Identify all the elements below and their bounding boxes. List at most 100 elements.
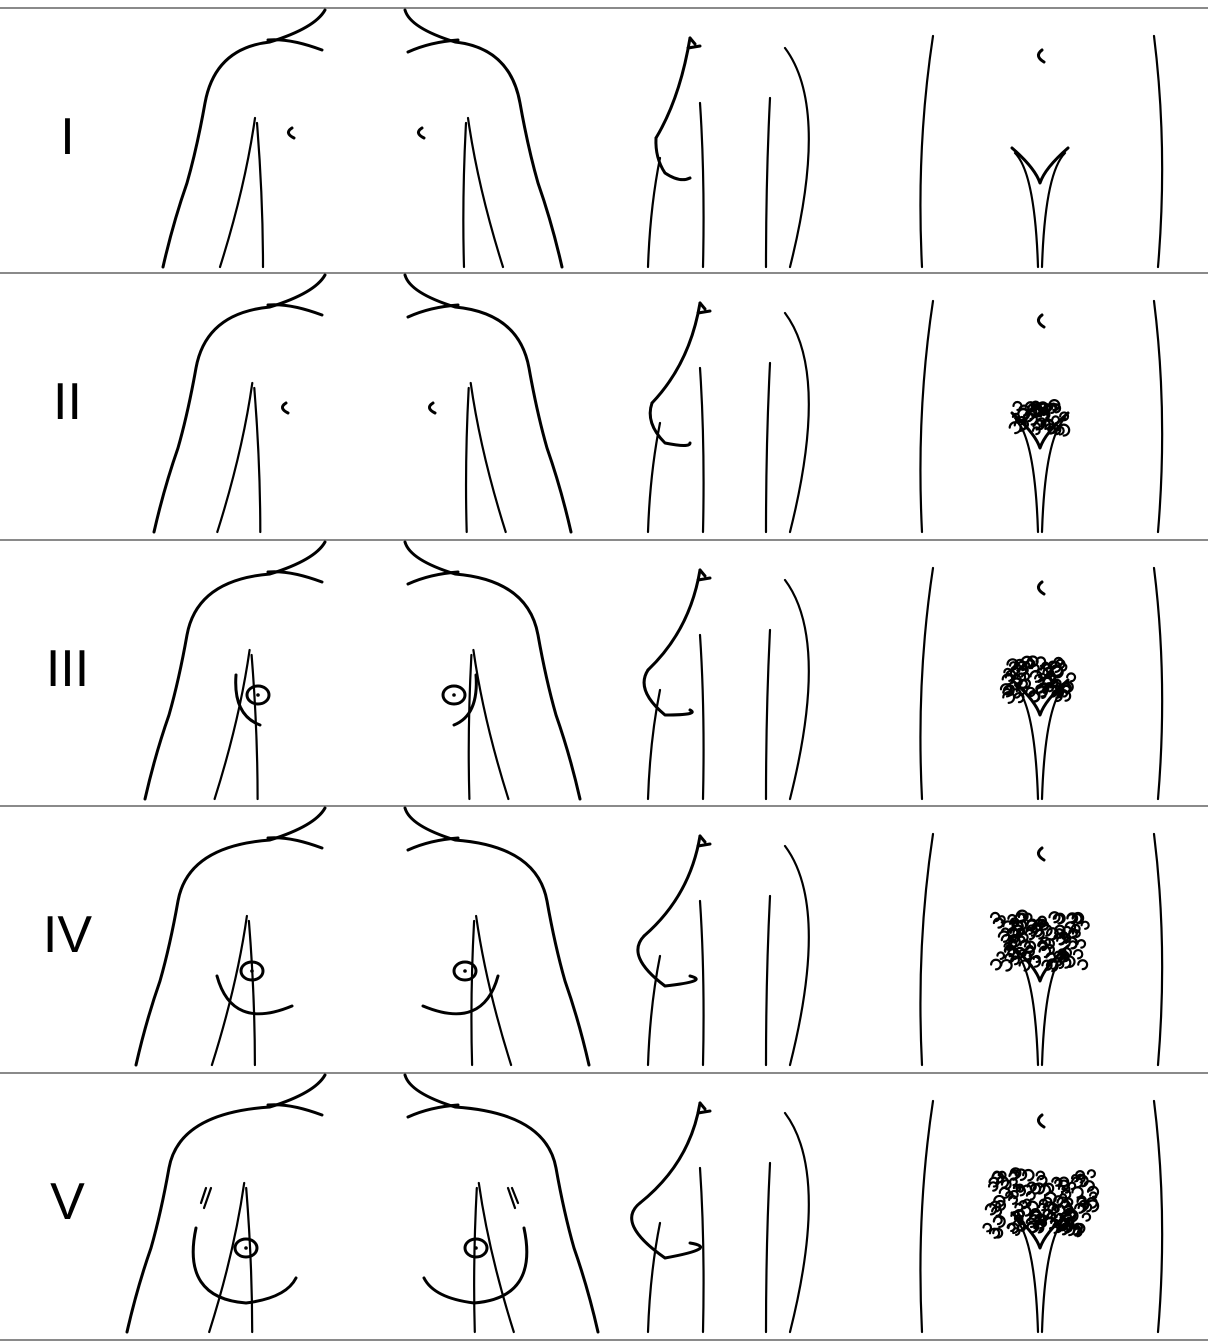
chest-profile	[652, 303, 700, 403]
pubic-view	[920, 301, 1162, 532]
left-shoulder-outline	[136, 808, 325, 1065]
right-side-line	[468, 118, 503, 267]
hair-curl	[1083, 1213, 1090, 1220]
hair-curl	[1011, 667, 1018, 674]
stage-label: II	[10, 372, 125, 432]
back-arm-line	[766, 363, 770, 532]
right-hip-line	[1154, 36, 1162, 267]
left-arm-line	[246, 1188, 252, 1332]
right-axilla-mark	[508, 1188, 518, 1208]
left-nipple	[288, 128, 294, 138]
back-outline	[785, 48, 809, 267]
pubic-view	[920, 834, 1162, 1065]
stage-row-4	[136, 808, 1162, 1065]
chest-profile	[656, 38, 690, 138]
arm-line	[700, 1168, 704, 1332]
left-side-line	[220, 118, 255, 267]
left-hip-line	[920, 36, 933, 267]
pubic-view	[920, 36, 1162, 267]
right-arm-line	[471, 921, 474, 1065]
left-hip-line	[920, 568, 933, 799]
right-hip-line	[1154, 301, 1162, 532]
left-arm-line	[249, 921, 255, 1065]
arm-line	[700, 368, 704, 532]
stage-row-2	[154, 275, 1162, 532]
pubic-view	[920, 568, 1162, 799]
hair-curl	[1033, 427, 1040, 434]
left-side-line	[215, 650, 250, 799]
hair-curl	[1078, 960, 1087, 969]
left-arm-line	[252, 655, 258, 799]
breast-profile	[644, 670, 692, 715]
front-torso-view	[163, 10, 562, 267]
pubic-hair	[983, 1168, 1098, 1237]
right-shoulder-outline	[405, 542, 580, 799]
left-side-line	[217, 383, 252, 532]
right-collarbone	[408, 838, 458, 850]
side-profile-view	[648, 38, 809, 267]
chest-profile	[644, 836, 700, 936]
right-collarbone	[408, 1105, 458, 1117]
navel	[1038, 582, 1044, 594]
left-nipple	[250, 969, 254, 973]
left-arm-line	[257, 123, 263, 267]
left-nipple	[256, 693, 260, 697]
arm-line	[700, 103, 704, 267]
right-breast-contour	[423, 976, 498, 1014]
hair-curl	[1074, 950, 1082, 958]
navel	[1038, 50, 1044, 62]
side-profile-view	[644, 570, 809, 799]
back-arm-line	[766, 98, 770, 267]
hair-curl	[1078, 940, 1086, 948]
back-arm-line	[766, 896, 770, 1065]
back-arm-line	[766, 1163, 770, 1332]
right-nipple	[418, 128, 424, 138]
navel	[1038, 848, 1044, 860]
back-outline	[785, 313, 809, 532]
front-torso-view	[154, 275, 571, 532]
left-shoulder-outline	[127, 1075, 325, 1332]
breast-profile	[656, 138, 690, 180]
left-nipple	[244, 1246, 248, 1250]
left-arm-line	[254, 388, 260, 532]
right-side-line	[479, 1183, 514, 1332]
front-body-line	[648, 1223, 660, 1332]
right-collarbone	[408, 305, 458, 317]
stage-row-5	[127, 1075, 1162, 1332]
chest-profile	[640, 1103, 700, 1203]
pubic-hair	[1010, 400, 1069, 435]
left-side-line	[209, 1183, 244, 1332]
right-hip-line	[1154, 1101, 1162, 1332]
front-torso-view	[127, 1075, 598, 1332]
hair-curl	[991, 960, 1001, 970]
arm-line	[700, 901, 704, 1065]
breast-profile	[638, 936, 696, 986]
front-body-line	[648, 423, 660, 532]
left-nipple	[282, 403, 288, 413]
back-outline	[785, 580, 809, 799]
side-profile-view	[632, 1103, 809, 1332]
navel	[1038, 1115, 1044, 1127]
side-profile-view	[638, 836, 809, 1065]
right-side-line	[473, 650, 508, 799]
right-shoulder-outline	[405, 10, 562, 267]
left-side-line	[212, 916, 247, 1065]
pubic-hair	[991, 911, 1089, 971]
stage-row-3	[145, 542, 1162, 799]
back-arm-line	[766, 630, 770, 799]
hair-curl	[1088, 1170, 1095, 1177]
right-breast-contour	[454, 675, 476, 725]
right-arm-line	[474, 1188, 477, 1332]
right-collarbone	[408, 572, 458, 584]
right-arm-line	[466, 388, 469, 532]
pubic-view	[920, 1101, 1162, 1332]
right-collarbone	[408, 40, 458, 52]
back-outline	[785, 1113, 809, 1332]
hair-curl	[1082, 922, 1089, 929]
hair-curl	[1069, 941, 1076, 948]
stage-label: I	[10, 107, 125, 167]
left-axilla-mark	[201, 1188, 211, 1208]
right-arm-line	[463, 123, 466, 267]
right-hip-line	[1154, 568, 1162, 799]
